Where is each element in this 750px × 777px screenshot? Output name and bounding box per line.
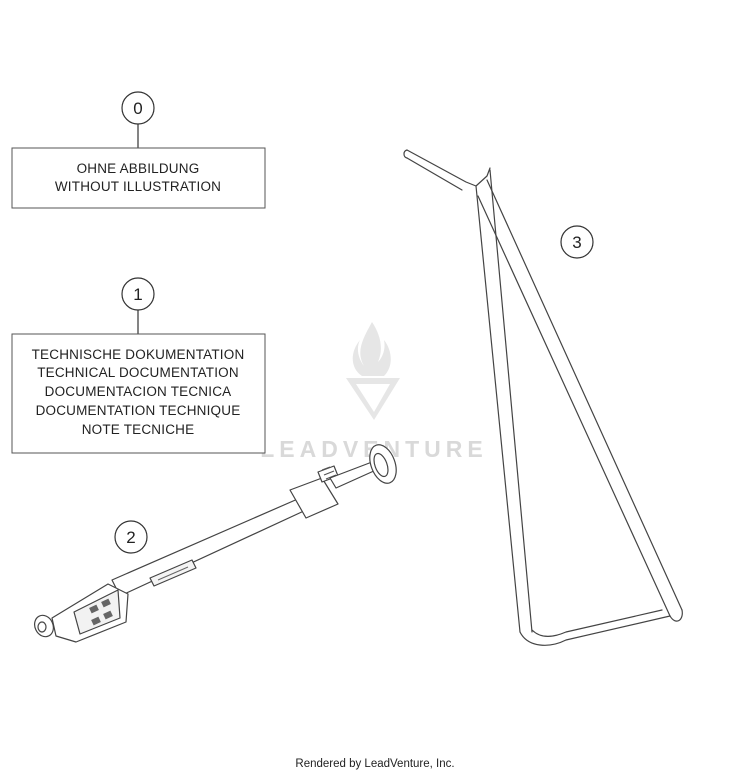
stand-diagonal-tube <box>477 179 683 617</box>
pump-shaft <box>329 461 377 489</box>
callout-number-3: 3 <box>572 233 581 252</box>
pump-gauge-button <box>89 604 99 614</box>
callout-1-line-2: TECHNICAL DOCUMENTATION <box>37 365 239 380</box>
callout-box-1: TECHNISCHE DOKUMENTATION TECHNICAL DOCUM… <box>11 333 266 454</box>
callout-1-line-1: TECHNISCHE DOKUMENTATION <box>32 347 245 362</box>
callout-1-line-5: NOTE TECNICHE <box>82 422 195 437</box>
footer-credit: Rendered by LeadVenture, Inc. <box>295 758 455 770</box>
callout-1[interactable]: 1 <box>121 277 155 334</box>
callout-box-0: OHNE ABBILDUNG WITHOUT ILLUSTRATION <box>11 147 266 209</box>
stand-part-drawing[interactable] <box>403 149 683 646</box>
stand-foot <box>519 609 671 646</box>
watermark-flame-logo <box>352 322 391 376</box>
callout-number-1: 1 <box>133 285 142 304</box>
stand-vertical-tube <box>475 169 533 633</box>
watermark-v-logo <box>346 378 400 420</box>
callout-1-line-4: DOCUMENTATION TECHNIQUE <box>36 403 241 418</box>
callout-0-line-2: WITHOUT ILLUSTRATION <box>55 179 221 194</box>
callout-1-line-3: DOCUMENTACION TECNICA <box>45 384 232 399</box>
stand-hook <box>406 149 491 191</box>
callout-0-line-1: OHNE ABBILDUNG <box>77 161 200 176</box>
callout-0[interactable]: 0 <box>121 91 155 148</box>
callout-2[interactable]: 2 <box>114 520 148 554</box>
pump-part-drawing[interactable] <box>31 441 401 643</box>
callout-number-0: 0 <box>133 99 142 118</box>
callout-number-2: 2 <box>126 528 135 547</box>
watermark: LEADVENTURE <box>260 322 483 462</box>
callout-3[interactable]: 3 <box>560 225 594 259</box>
pump-valve-housing <box>289 477 339 519</box>
